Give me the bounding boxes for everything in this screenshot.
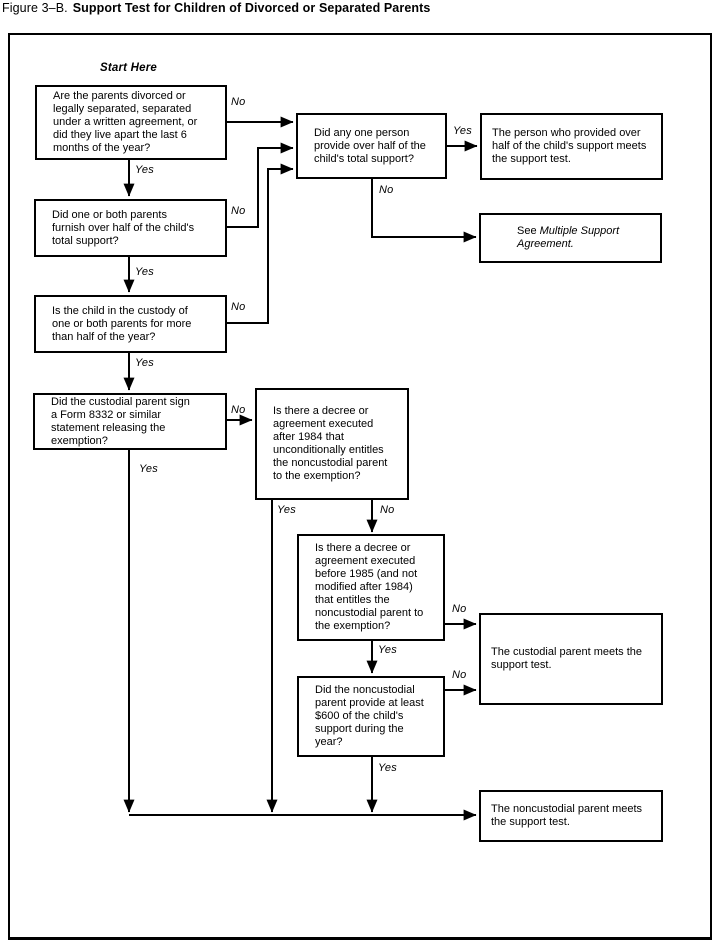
question-text: Are the parents divorced or legally sepa… xyxy=(53,90,198,154)
connector-no-one-person xyxy=(371,179,477,243)
question-text: Did the noncustodial parent provide at l… xyxy=(315,684,424,748)
figure-title: Figure 3–B. Support Test for Children of … xyxy=(2,1,430,15)
question-text: Did one or both parents furnish over hal… xyxy=(52,208,195,247)
box-question-decree-before-1985: Is there a decree or agreement executed … xyxy=(297,534,445,641)
result-text: The person who provided over half of the… xyxy=(492,127,647,165)
label-yes-both-parents: Yes xyxy=(135,266,154,278)
box-question-one-person: Did any one person provide over half of … xyxy=(296,113,447,179)
label-no-form8332: No xyxy=(231,404,246,416)
start-here-label: Start Here xyxy=(100,62,157,74)
result-text: The noncustodial parent meets the suppor… xyxy=(491,803,643,828)
label-yes-decree-after: Yes xyxy=(277,504,296,516)
label-yes-divorced: Yes xyxy=(135,164,154,176)
label-no-600: No xyxy=(452,669,467,681)
question-text: Is the child in the custody of one or bo… xyxy=(52,304,192,343)
result-text: The custodial parent meets the support t… xyxy=(491,646,643,671)
box-result-person-meets-test: The person who provided over half of the… xyxy=(480,113,663,180)
connector-no-both-parents xyxy=(227,142,294,228)
question-text: Is there a decree or agreement executed … xyxy=(273,405,388,482)
box-result-see-multiple-support: See Multiple Support Agreement. xyxy=(479,213,662,263)
see-prefix: See xyxy=(517,225,537,237)
see-multiple-support-agreement-italic: Multiple Support Agreement. xyxy=(517,225,620,250)
label-no-one-person: No xyxy=(379,184,394,196)
label-yes-form8332: Yes xyxy=(139,463,158,475)
label-no-decree-after: No xyxy=(380,504,395,516)
connector-no-custody xyxy=(227,163,294,324)
label-no-decree-before: No xyxy=(452,603,467,615)
label-no-both-parents: No xyxy=(231,205,246,217)
box-question-divorced: Are the parents divorced or legally sepa… xyxy=(35,85,227,160)
label-yes-decree-before: Yes xyxy=(378,644,397,656)
box-question-both-parents: Did one or both parents furnish over hal… xyxy=(34,199,227,257)
question-text: Is there a decree or agreement executed … xyxy=(315,542,424,632)
question-text: Did the custodial parent sign a Form 833… xyxy=(51,395,190,447)
label-no-divorced: No xyxy=(231,96,246,108)
result-text: See Multiple Support Agreement. xyxy=(517,225,619,251)
question-text: Did any one person provide over half of … xyxy=(314,126,426,165)
box-question-custody: Is the child in the custody of one or bo… xyxy=(34,295,227,353)
box-result-noncustodial-meets-test: The noncustodial parent meets the suppor… xyxy=(479,790,663,842)
box-question-600-support: Did the noncustodial parent provide at l… xyxy=(297,676,445,757)
box-question-decree-after-1984: Is there a decree or agreement executed … xyxy=(255,388,409,500)
figure-border xyxy=(8,33,712,940)
box-result-custodial-meets-test: The custodial parent meets the support t… xyxy=(479,613,663,705)
label-yes-one-person: Yes xyxy=(453,125,472,137)
figure-number: Figure 3–B. xyxy=(2,1,68,15)
figure-title-text: Support Test for Children of Divorced or… xyxy=(72,1,431,15)
label-yes-600: Yes xyxy=(378,762,397,774)
box-question-form8332: Did the custodial parent sign a Form 833… xyxy=(33,393,227,450)
label-yes-custody: Yes xyxy=(135,357,154,369)
label-no-custody: No xyxy=(231,301,246,313)
